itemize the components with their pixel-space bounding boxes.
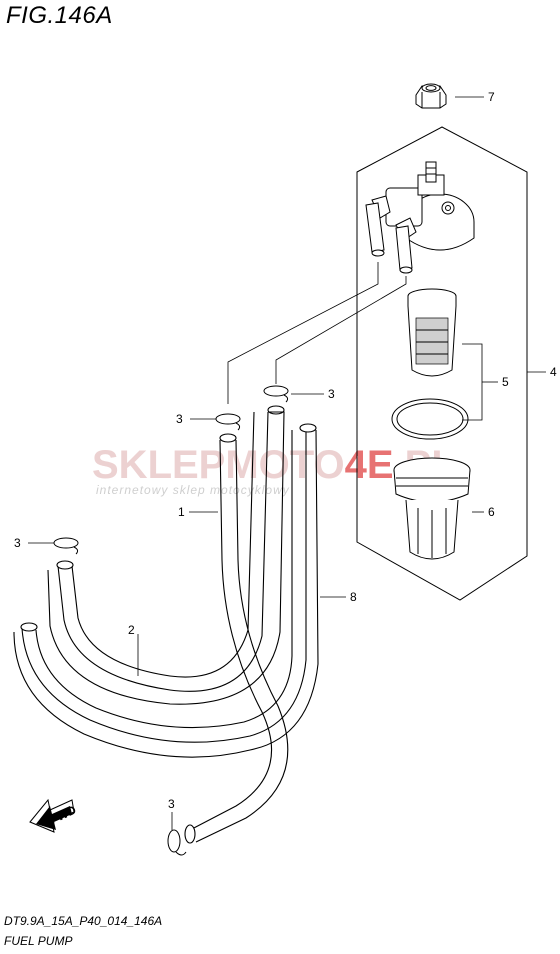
fuel-pump-body[interactable] [365,161,475,274]
figure-title: FIG.146A [6,2,113,29]
fuel-hose-8[interactable] [13,423,319,758]
filter-cup-part[interactable] [393,457,471,560]
nut-part[interactable] [415,83,447,109]
fuel-hose-1[interactable] [184,433,289,844]
callout-5: 5 [502,375,509,389]
callout-3-right: 3 [328,387,335,401]
fuel-filter-element[interactable] [407,288,457,377]
callout-3-bottom: 3 [168,797,175,811]
callout-3-left: 3 [14,536,21,550]
diagram-code: DT9.9A_15A_P40_014_146A [4,914,163,928]
svg-text:SKLEPMOTO4E.PL: SKLEPMOTO4E.PL [92,443,456,487]
watermark-main: SKLEPMOTO [92,443,345,487]
hose-clamp-d[interactable] [167,829,187,856]
callout-leaders [28,96,546,830]
o-ring-part[interactable] [391,398,469,440]
hose-clamp-a[interactable] [215,413,241,431]
fwd-label: FWD [48,803,79,827]
assembly-frame [356,126,528,601]
callout-4: 4 [550,365,557,379]
callout-1: 1 [178,505,185,519]
forward-direction-arrow: FWD [29,798,79,833]
hose-clamp-c[interactable] [53,537,79,555]
nozzle-leader-lines [227,262,407,404]
watermark: SKLEPMOTO4E.PL internetowy sklep motocyk… [92,443,456,497]
watermark-accent: 4E [345,443,394,487]
callout-2: 2 [128,623,135,637]
watermark-subtitle: internetowy sklep motocyklowy [96,483,290,497]
fuel-hose-2[interactable] [47,405,285,705]
diagram-name: FUEL PUMP [4,934,73,948]
callout-8: 8 [350,590,357,604]
callout-6: 6 [488,505,495,519]
hose-clamp-b[interactable] [263,385,289,403]
callout-7: 7 [488,90,495,104]
callout-3-center: 3 [176,412,183,426]
